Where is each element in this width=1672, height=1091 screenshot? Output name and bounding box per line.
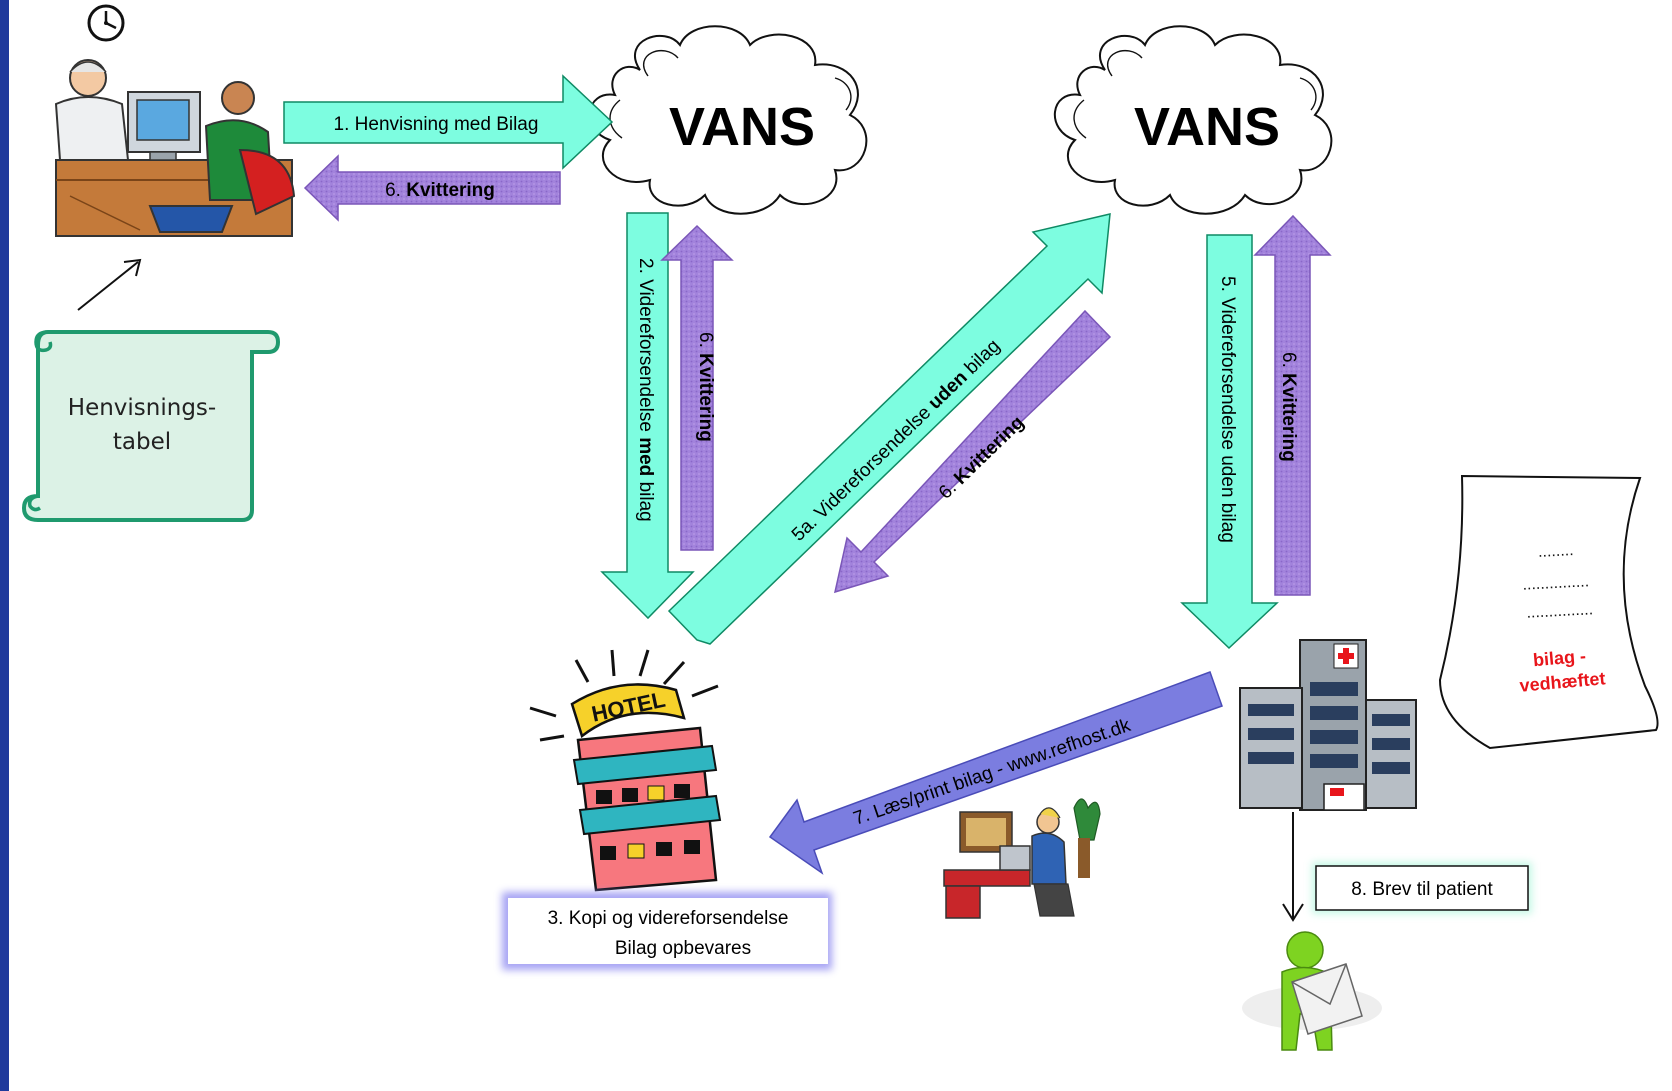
office-worker-icon bbox=[943, 798, 1101, 919]
vans-label-left: VANS bbox=[669, 97, 815, 157]
arrow-kvittering-diagonal: 6. Kvittering bbox=[833, 309, 1112, 594]
arrow-videreforsendelse-uden-diagonal: 5a. Videreforsendelse uden bilag bbox=[667, 213, 1111, 645]
connector-hospital-to-patient bbox=[1282, 812, 1304, 922]
document-dots-3: ............... bbox=[1526, 601, 1593, 621]
vans-cloud-right: VANS bbox=[1053, 25, 1333, 215]
arrow-videreforsendelse-uden-right: 5. Videreforsendelse uden bilag bbox=[1180, 234, 1279, 650]
patient-letter-box: 8. Brev til patient bbox=[1312, 862, 1532, 914]
arrow-videreforsendelse-uden-right-label: 5. Videreforsendelse uden bilag bbox=[1217, 276, 1238, 543]
doctor-patient-icon bbox=[54, 59, 296, 237]
arrow-henvisning-label: 1. Henvisning med Bilag bbox=[334, 114, 539, 135]
scroll-line-1: Henvisnings- bbox=[68, 395, 216, 421]
arrow-videreforsendelse-med-label: 2. Videreforsendelse med bilag bbox=[635, 258, 656, 522]
arrow-henvisning: 1. Henvisning med Bilag bbox=[283, 74, 614, 170]
henvisningstabel-scroll: Henvisnings- tabel bbox=[21, 330, 281, 522]
hotel-icon: HOTEL bbox=[529, 649, 722, 892]
arrow-kvittering-right-vertical-label: 6. Kvittering bbox=[1278, 352, 1299, 462]
clock-icon bbox=[87, 4, 125, 42]
scroll-line-2: tabel bbox=[113, 429, 171, 455]
hotel-caption-line-2: Bilag opbevares bbox=[615, 938, 751, 959]
patient-letter-label: 8. Brev til patient bbox=[1351, 879, 1493, 900]
vans-label-right: VANS bbox=[1134, 97, 1280, 157]
hotel-caption-line-1: 3. Kopi og videreforsendelse bbox=[548, 908, 789, 929]
document-dots-1: ........ bbox=[1538, 542, 1574, 561]
vans-cloud-left: VANS bbox=[588, 25, 868, 215]
arrow-kvittering-top-label: 6. Kvittering bbox=[385, 180, 495, 201]
arrow-kvittering-left-vertical: 6. Kvittering bbox=[660, 224, 734, 551]
hospital-icon bbox=[1239, 639, 1417, 811]
connector-scroll-to-doctor bbox=[77, 258, 142, 311]
arrow-videreforsendelse-med: 2. Videreforsendelse med bilag bbox=[600, 212, 695, 620]
arrow-kvittering-top: 6. Kvittering bbox=[303, 154, 561, 222]
document-label-1: bilag - bbox=[1532, 646, 1587, 671]
arrow-kvittering-right-vertical: 6. Kvittering bbox=[1253, 214, 1332, 596]
document-dots-2: ............... bbox=[1522, 573, 1589, 593]
arrow-kvittering-left-vertical-label: 6. Kvittering bbox=[695, 332, 716, 442]
attachment-document: ........ ............... ...............… bbox=[1438, 474, 1659, 750]
side-bar bbox=[0, 0, 9, 1091]
patient-letter-icon bbox=[1242, 931, 1382, 1051]
hotel-caption-box: 3. Kopi og videreforsendelse Bilag opbev… bbox=[502, 892, 832, 970]
